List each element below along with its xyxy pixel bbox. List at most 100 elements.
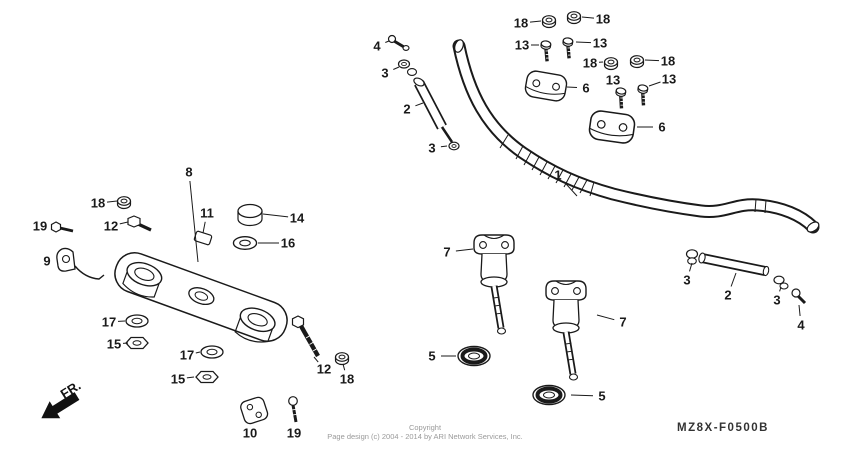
copyright-line-2: Page design (c) 2004 - 2014 by ARI Netwo… [327,432,523,441]
callout-label-15: 15 [107,337,121,352]
fork-washer-center [200,345,224,359]
callout-label-4: 4 [797,318,805,333]
callout-label-10: 10 [243,426,257,441]
callout-leader-line [202,221,206,234]
handlebar-clamp-fasteners-drawing [523,11,652,145]
riser-drawings [456,235,586,407]
nut-icon [603,57,619,71]
callout-leader-line [393,66,400,70]
copyright-line-1: Copyright [409,423,442,432]
nut-icon [629,55,645,69]
callout-leader-line [581,16,595,19]
callout-label-17: 17 [180,348,194,363]
stem-washer [232,236,258,250]
callout-leader-line [313,356,319,363]
fr-direction-arrow: FR. [41,378,84,419]
grip-end-weight-left-drawing [387,34,460,151]
callout-label-5: 5 [428,349,435,364]
diagram-code: MZ8X-F0500B [677,422,769,434]
callout-label-13: 13 [515,38,529,53]
callout-leader-line [648,81,661,87]
callout-label-3: 3 [773,293,780,308]
callout-label-11: 11 [200,206,214,221]
pinch-bolt [291,315,320,358]
callout-label-9: 9 [43,254,50,269]
handlebar-holder-left [474,235,514,334]
bolt-icon [633,82,652,108]
callout-label-7: 7 [443,245,450,260]
bolt-icon [611,85,630,111]
cable-stay-bracket [56,247,105,280]
flange-bolt-left [127,215,152,232]
callout-label-8: 8 [185,165,192,180]
top-bridge-drawing [114,252,288,343]
callout-label-3: 3 [428,141,435,156]
steering-stem-cap [237,203,263,227]
callout-label-4: 4 [373,39,381,54]
callout-leader-line [644,59,660,62]
callout-leader-line [596,314,615,321]
callout-leader-line [262,213,289,218]
callout-label-5: 5 [598,389,605,404]
callout-label-7: 7 [619,315,626,330]
nut-icon [541,15,557,29]
callout-label-18: 18 [661,54,675,69]
fr-label: FR. [58,378,84,402]
flange-nut-right [334,352,350,366]
callout-label-16: 16 [281,236,295,251]
callout-leader-line [563,181,578,197]
callout-label-18: 18 [596,12,610,27]
callout-label-19: 19 [33,219,47,234]
callout-leader-line [440,145,448,148]
callout-leader-line [189,180,199,263]
dust-seal-left [456,344,492,368]
lower-bracket [240,396,269,425]
lower-bracket-bolt [288,396,298,423]
callout-label-1: 1 [554,168,561,183]
callout-label-12: 12 [104,219,118,234]
callout-label-3: 3 [381,66,388,81]
fork-nut-left [125,336,149,350]
callout-leader-line [566,86,578,88]
callout-label-18: 18 [583,56,597,71]
callout-leader-line [689,262,693,272]
callout-label-12: 12 [317,362,331,377]
callout-label-3: 3 [683,273,690,288]
callout-label-19: 19 [287,426,301,441]
callout-leader-line [342,363,346,371]
callout-label-15: 15 [171,372,185,387]
fork-nut-center [195,370,219,384]
callout-label-2: 2 [403,102,410,117]
callout-label-13: 13 [662,72,676,87]
bolt-icon [537,38,554,64]
nut-icon [566,11,582,25]
bridge-small-parts [50,196,350,425]
callout-label-14: 14 [290,211,305,226]
callout-label-6: 6 [582,81,589,96]
handlebar-holder-right [546,281,586,380]
callout-leader-line [195,351,201,354]
callout-label-18: 18 [514,16,528,31]
fork-washer-left [125,314,149,328]
callout-label-18: 18 [91,196,105,211]
flange-nut-left [116,196,132,210]
callout-leader-line [575,41,592,44]
callout-label-17: 17 [102,315,116,330]
callout-label-18: 18 [340,372,354,387]
callout-leader-line [186,376,195,379]
callout-leader-line [529,20,542,23]
handlebar-pipe-drawing [453,39,821,234]
callout-leader-line [779,286,782,292]
callout-label-13: 13 [593,36,607,51]
bolt-far-left [50,221,74,233]
callout-label-13: 13 [606,73,620,88]
callout-leader-line [570,394,594,397]
knurl-marks [499,134,767,214]
dust-seal-right [531,383,567,407]
callout-leader-line [455,248,474,252]
callout-leader-line [385,40,390,43]
callout-leader-line [106,200,118,203]
